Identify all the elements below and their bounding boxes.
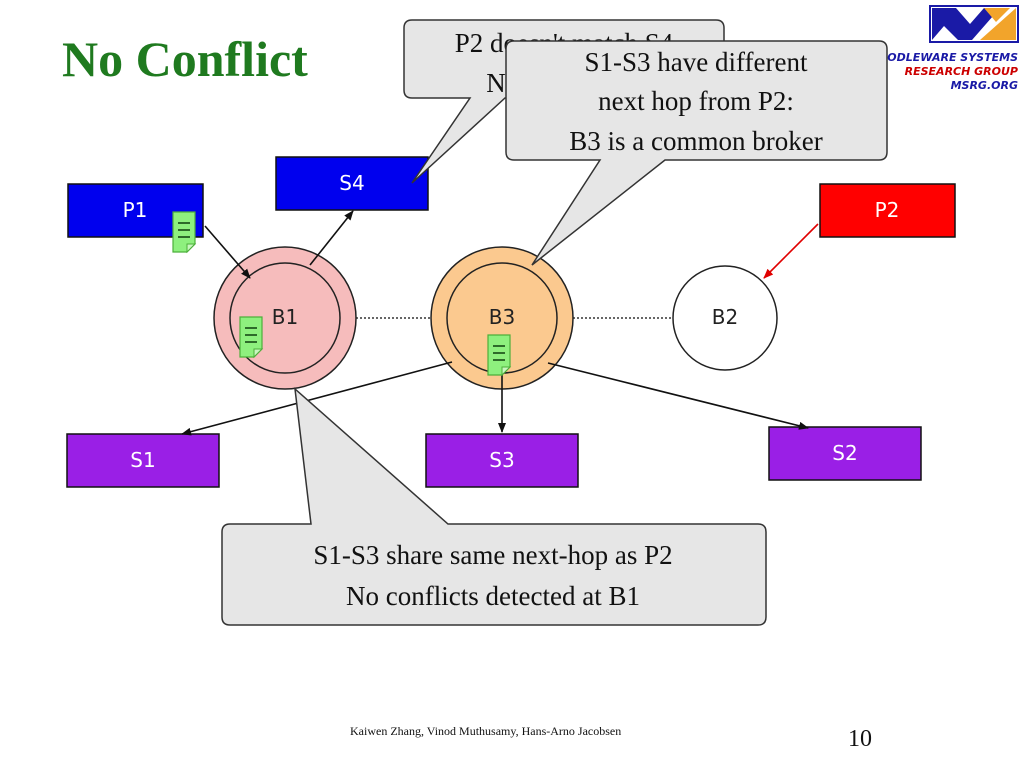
broker-b2-label: B2 xyxy=(712,305,738,329)
slide-footer-authors: Kaiwen Zhang, Vinod Muthusamy, Hans-Arno… xyxy=(350,724,622,738)
logo-line-2: RESEARCH GROUP xyxy=(905,65,1018,78)
callout-no-conflict-line-2: No conflicts detected at B1 xyxy=(346,581,640,611)
publisher-p2: P2 xyxy=(819,183,956,238)
arrow-b3-to-s1 xyxy=(181,361,453,436)
slide-page-number: 10 xyxy=(848,726,872,752)
callout-common-broker-line-1: S1-S3 have different xyxy=(585,47,808,77)
arrow-b3-to-s2 xyxy=(547,362,809,430)
document-icon xyxy=(239,316,263,358)
callout-no-conflict: S1-S3 share same next-hop as P2 No confl… xyxy=(221,387,767,626)
publisher-p2-label: P2 xyxy=(875,198,900,222)
broker-b3: B3 xyxy=(430,246,574,390)
callout-no-conflict-line-1: S1-S3 share same next-hop as P2 xyxy=(313,540,672,570)
arrow-p1-to-b1 xyxy=(204,225,251,279)
subscriber-s3: S3 xyxy=(425,433,579,488)
logo-line-3: MSRG.ORG xyxy=(951,79,1018,92)
callout-common-broker-line-2: next hop from P2: xyxy=(598,86,794,116)
subscriber-s2-label: S2 xyxy=(832,441,857,465)
publisher-p1-label: P1 xyxy=(123,198,148,222)
arrow-p2-to-b2 xyxy=(763,223,819,279)
logo-line-1: ODLEWARE SYSTEMS xyxy=(887,51,1018,64)
subscriber-s4: S4 xyxy=(275,156,429,211)
callout-p2-s4-line-2: N xyxy=(486,68,506,98)
subscriber-s1: S1 xyxy=(66,433,220,488)
msrg-logo: ODLEWARE SYSTEMS RESEARCH GROUP MSRG.ORG xyxy=(887,5,1019,92)
subscriber-s3-label: S3 xyxy=(489,448,514,472)
broker-b1-label: B1 xyxy=(272,305,298,329)
subscriber-s1-label: S1 xyxy=(130,448,155,472)
subscriber-s4-label: S4 xyxy=(339,171,364,195)
broker-b3-label: B3 xyxy=(489,305,515,329)
document-icon xyxy=(172,211,196,253)
broker-b1: B1 xyxy=(213,246,357,390)
subscriber-s2: S2 xyxy=(768,426,922,481)
callout-common-broker: S1-S3 have different next hop from P2: B… xyxy=(505,40,888,266)
callout-common-broker-line-3: B3 is a common broker xyxy=(569,126,822,156)
document-icon xyxy=(487,334,511,376)
arrow-b1-to-s4 xyxy=(309,210,354,266)
slide-title: No Conflict xyxy=(62,31,308,87)
broker-b2: B2 xyxy=(672,265,778,371)
